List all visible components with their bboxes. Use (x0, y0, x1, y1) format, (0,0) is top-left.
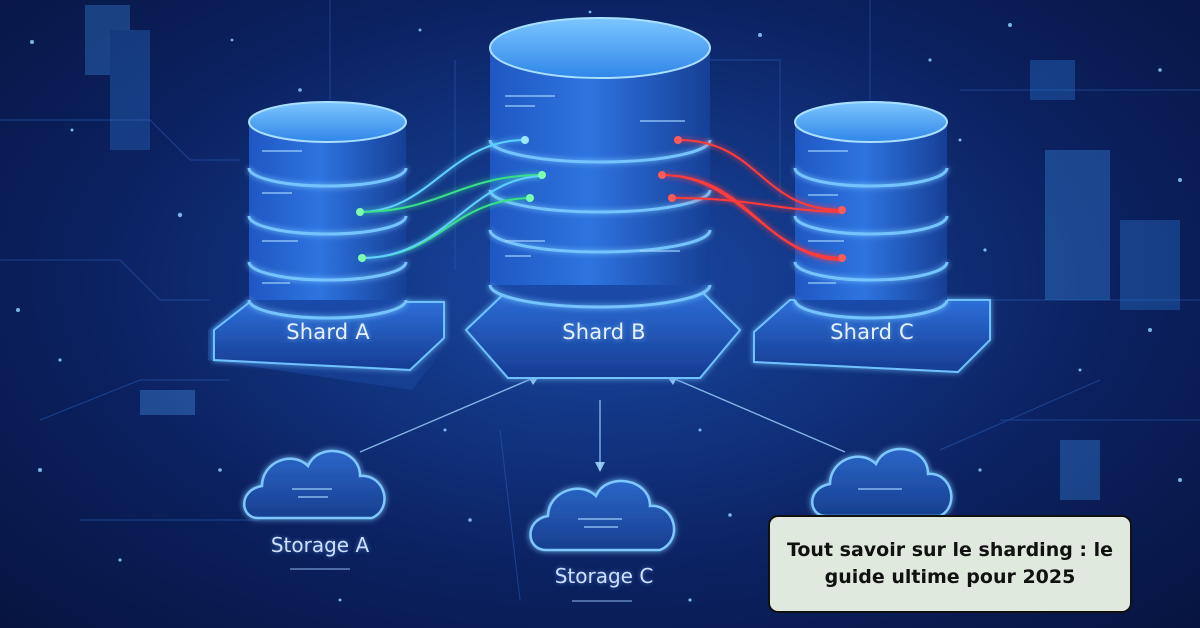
background-panels (85, 5, 1180, 500)
shard-a-label: Shard A (286, 320, 370, 344)
link-nodes-red (658, 136, 846, 262)
shard-c-label: Shard C (830, 320, 914, 344)
background-dots (16, 10, 1182, 602)
arrow-heads (528, 375, 678, 472)
link-nodes-green (356, 136, 546, 262)
title-card: Tout savoir sur le sharding : le guide u… (768, 515, 1132, 613)
storage-caption-lines (290, 568, 632, 602)
storage-to-shard-arrows (359, 375, 846, 470)
shard-a-to-b-links (359, 139, 543, 259)
storage-a-label: Storage A (270, 533, 370, 557)
storage-c-label: Storage C (554, 564, 654, 588)
background-circuit-lines (0, 0, 1200, 601)
shard-b-to-c-links (661, 139, 843, 261)
storage-third-cloud-icon (811, 447, 953, 518)
storage-c-cloud-icon (529, 479, 676, 552)
title-card-text: Tout savoir sur le sharding : le guide u… (786, 539, 1114, 588)
shard-a-platform (208, 300, 450, 390)
shard-b-label: Shard B (562, 320, 646, 344)
storage-a-cloud-icon (243, 449, 386, 520)
shard-b-database-icon (488, 17, 712, 309)
shard-c-platform (753, 299, 991, 374)
